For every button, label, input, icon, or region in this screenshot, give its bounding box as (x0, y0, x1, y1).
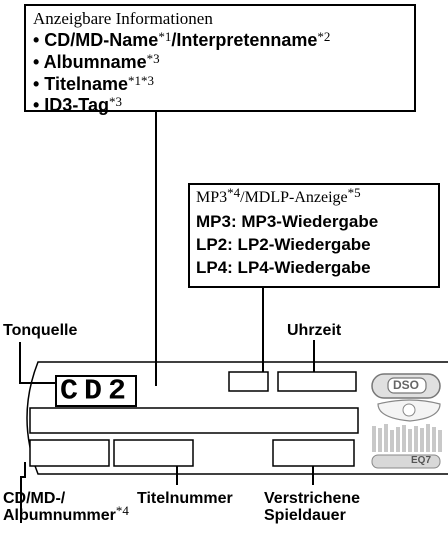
elapsed-time-box (273, 440, 354, 466)
label-uhrzeit: Uhrzeit (287, 323, 341, 339)
eq-text: EQ7 (411, 456, 431, 466)
label-albumnummer: Albumnummer*4 (3, 508, 129, 524)
source-indicator-text: CD2 (60, 378, 132, 407)
label-spieldauer: Spieldauer (264, 508, 346, 524)
label-titelnummer: Titelnummer (137, 491, 233, 507)
text-display-box (30, 408, 358, 433)
album-number-box (30, 440, 109, 466)
label-cdmd: CD/MD-/ (3, 491, 65, 507)
mp3-indicator-box (229, 372, 268, 391)
sound-circle-icon (403, 404, 415, 416)
equalizer-bars (372, 424, 442, 452)
clock-box (278, 372, 356, 391)
label-tonquelle: Tonquelle (3, 323, 77, 339)
track-number-box (114, 440, 193, 466)
dso-text: DSO (393, 379, 419, 391)
label-verstrichene: Verstrichene (264, 491, 360, 507)
